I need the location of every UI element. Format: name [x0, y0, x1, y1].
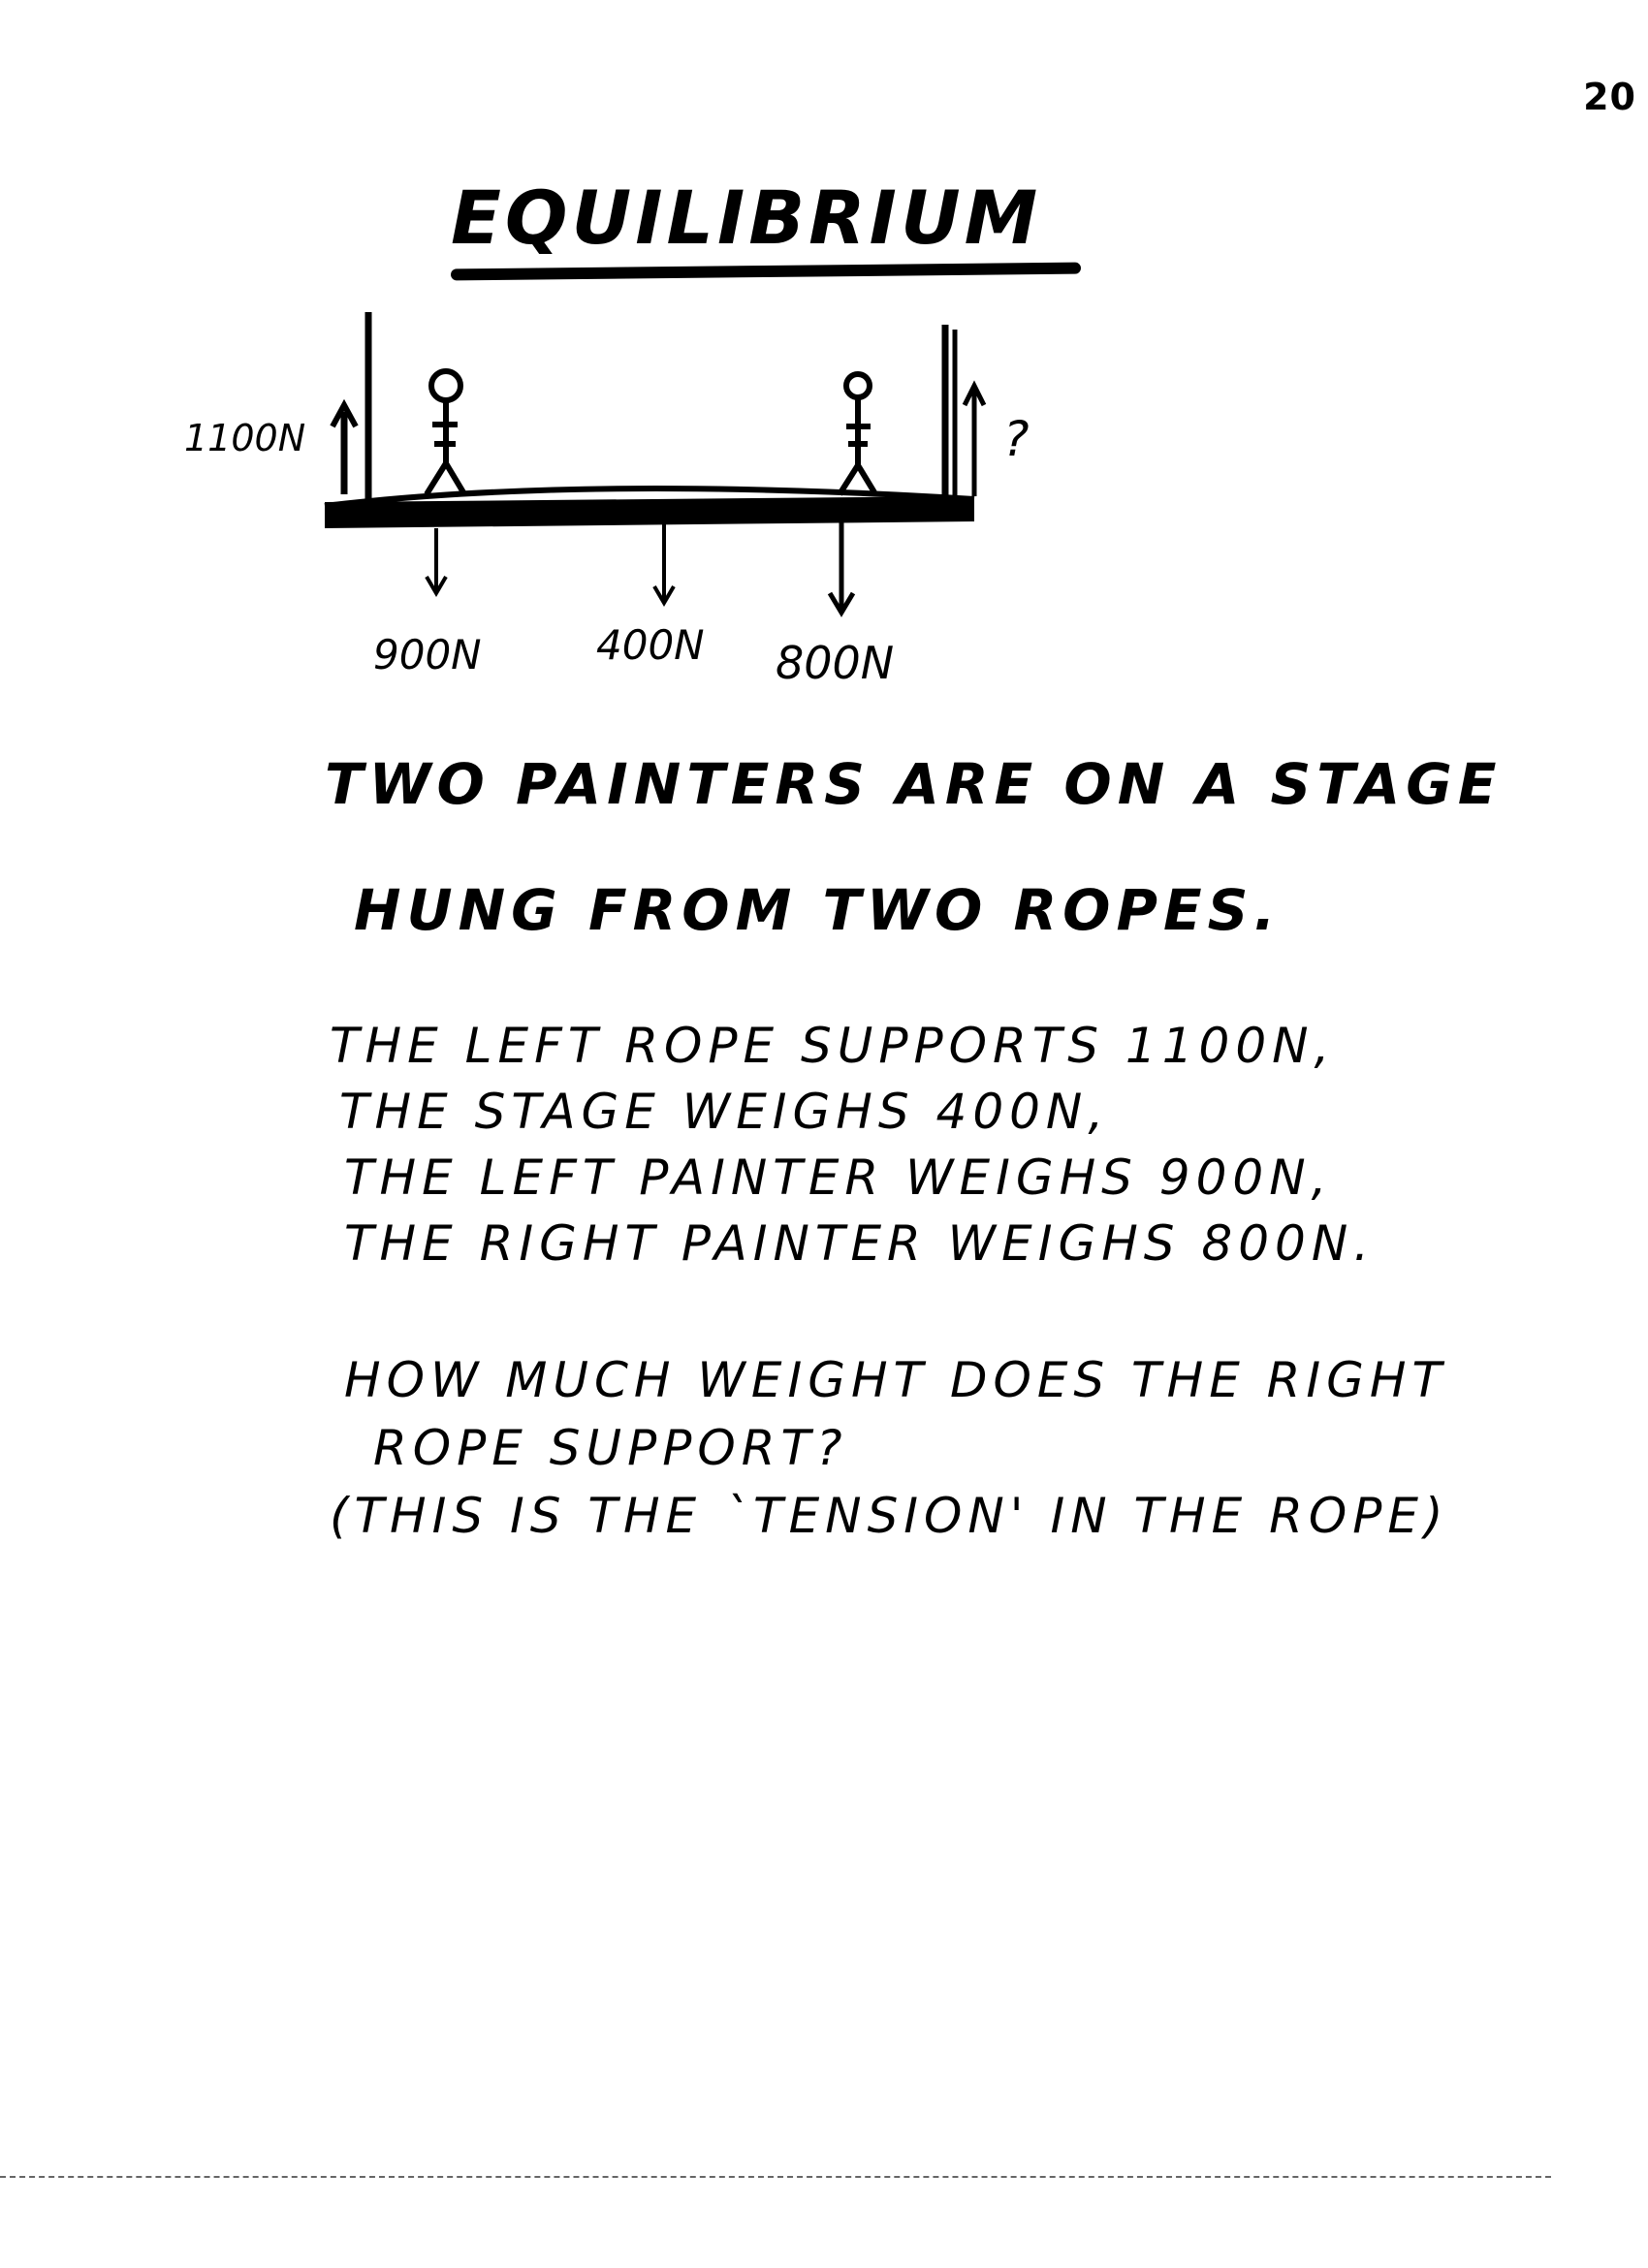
right-force-label: ?	[1003, 411, 1030, 467]
question-line-1: HOW MUCH WEIGHT DOES THE RIGHT	[344, 1352, 1448, 1408]
right-force-arrow	[962, 380, 987, 496]
stage-diagram: 1100N ? 900N 400N 800N	[184, 312, 1030, 689]
heading-line-1: TWO PAINTERS ARE ON A STAGE	[325, 751, 1503, 817]
stage-load-arrow	[652, 519, 676, 607]
question-line-2: ROPE SUPPORT?	[373, 1420, 848, 1476]
page-number: 20	[1583, 76, 1636, 118]
given-line-4: THE RIGHT PAINTER WEIGHS 800N.	[344, 1215, 1376, 1272]
given-line-2: THE STAGE WEIGHS 400N,	[339, 1084, 1110, 1140]
title-underline	[450, 262, 1082, 281]
right-painter-figure	[837, 371, 877, 496]
given-line-1: THE LEFT ROPE SUPPORTS 1100N,	[330, 1018, 1336, 1074]
left-painter-load-arrow	[425, 528, 448, 597]
stage-load-label: 400N	[596, 621, 705, 669]
right-painter-load-label: 800N	[776, 637, 894, 689]
page-title: EQUILIBRIUM	[451, 174, 1042, 261]
right-painter-load-arrow	[827, 509, 856, 617]
left-painter-figure	[424, 368, 466, 496]
given-line-3: THE LEFT PAINTER WEIGHS 900N,	[344, 1150, 1333, 1206]
bottom-dashed-line	[0, 2176, 1551, 2178]
question-line-3: (THIS IS THE `TENSION' IN THE ROPE)	[330, 1488, 1449, 1544]
heading-line-2: HUNG FROM TWO ROPES.	[354, 877, 1282, 943]
left-painter-load-label: 900N	[373, 631, 482, 678]
left-force-label: 1100N	[184, 417, 305, 459]
left-force-arrow	[330, 398, 359, 494]
stage-plank	[325, 496, 974, 528]
